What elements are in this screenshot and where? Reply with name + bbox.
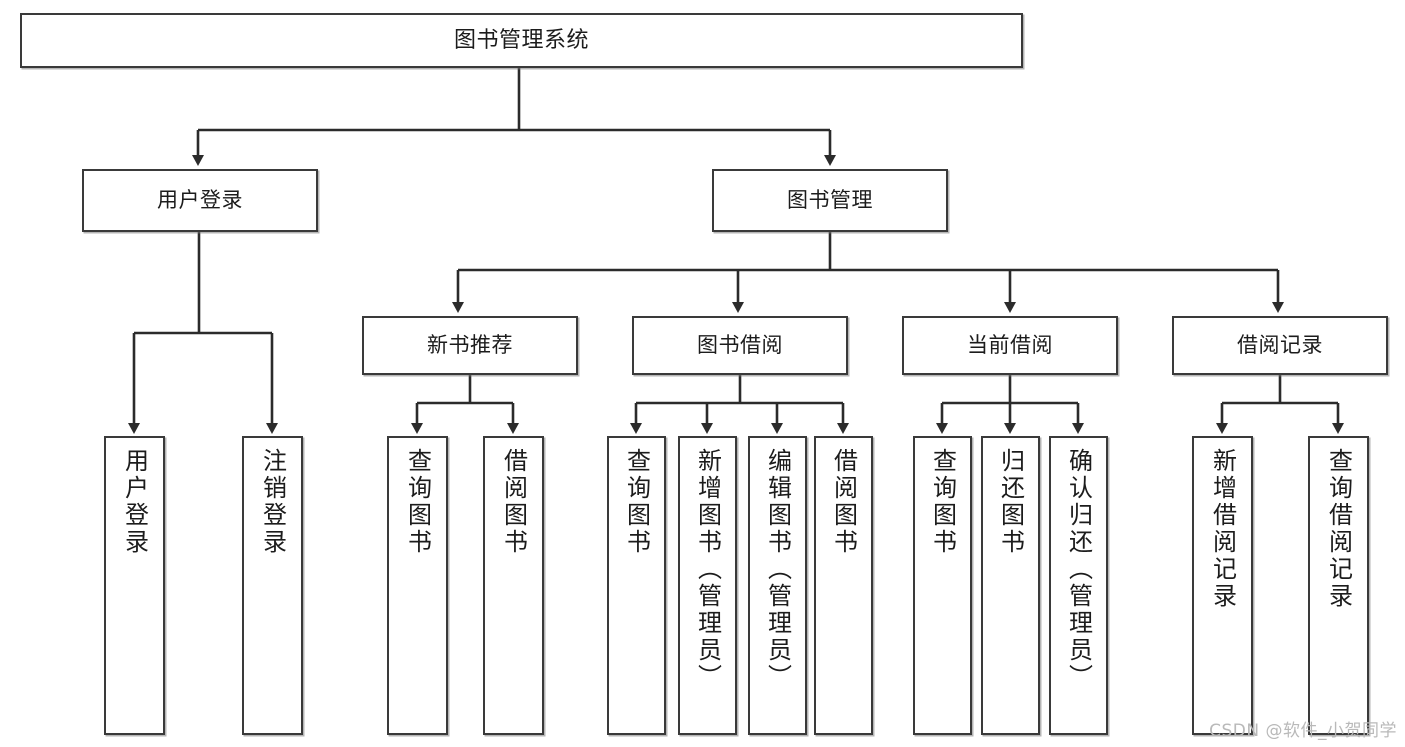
node-label: 用户登录 [120, 448, 149, 556]
node-root-book-management-system[interactable]: 图书管理系统 [20, 13, 1023, 68]
node-label: 借阅图书 [829, 448, 858, 556]
node-label: 查询图书 [403, 448, 432, 556]
watermark-text: CSDN @软件_小贺同学 [1209, 721, 1397, 741]
node-label: 新书推荐 [427, 333, 513, 358]
node-label: 新增图书（管理员） [693, 448, 722, 691]
leaf-borrow-record-query-record[interactable]: 查询借阅记录 [1308, 436, 1369, 735]
leaf-current-borrow-query-book[interactable]: 查询图书 [913, 436, 972, 735]
leaf-user-login-logout[interactable]: 注销登录 [242, 436, 303, 735]
node-book-management[interactable]: 图书管理 [712, 169, 948, 232]
node-label: 用户登录 [157, 188, 243, 213]
node-label: 确认归还（管理员） [1064, 448, 1093, 691]
node-label: 图书借阅 [697, 333, 783, 358]
leaf-current-borrow-return-book[interactable]: 归还图书 [981, 436, 1040, 735]
node-label: 借阅记录 [1237, 333, 1323, 358]
node-label: 查询图书 [928, 448, 957, 556]
node-label: 编辑图书（管理员） [763, 448, 792, 691]
node-label: 图书管理 [787, 188, 873, 213]
node-book-borrow[interactable]: 图书借阅 [632, 316, 848, 375]
node-label: 归还图书 [996, 448, 1025, 556]
node-label: 借阅图书 [499, 448, 528, 556]
node-label: 查询借阅记录 [1324, 448, 1353, 610]
leaf-book-borrow-borrow-book[interactable]: 借阅图书 [814, 436, 873, 735]
leaf-book-borrow-add-book-admin[interactable]: 新增图书（管理员） [678, 436, 737, 735]
node-new-book-recommend[interactable]: 新书推荐 [362, 316, 578, 375]
leaf-book-borrow-query-book[interactable]: 查询图书 [607, 436, 666, 735]
leaf-current-borrow-confirm-return-admin[interactable]: 确认归还（管理员） [1049, 436, 1108, 735]
node-label: 查询图书 [622, 448, 651, 556]
leaf-user-login-login[interactable]: 用户登录 [104, 436, 165, 735]
node-label: 新增借阅记录 [1208, 448, 1237, 610]
node-label: 当前借阅 [967, 333, 1053, 358]
leaf-book-borrow-edit-book-admin[interactable]: 编辑图书（管理员） [748, 436, 807, 735]
node-borrow-record[interactable]: 借阅记录 [1172, 316, 1388, 375]
node-current-borrow[interactable]: 当前借阅 [902, 316, 1118, 375]
node-user-login[interactable]: 用户登录 [82, 169, 318, 232]
node-label: 注销登录 [258, 448, 287, 556]
leaf-borrow-record-add-record[interactable]: 新增借阅记录 [1192, 436, 1253, 735]
leaf-new-book-query-book[interactable]: 查询图书 [387, 436, 448, 735]
node-label: 图书管理系统 [453, 27, 589, 53]
leaf-new-book-borrow-book[interactable]: 借阅图书 [483, 436, 544, 735]
